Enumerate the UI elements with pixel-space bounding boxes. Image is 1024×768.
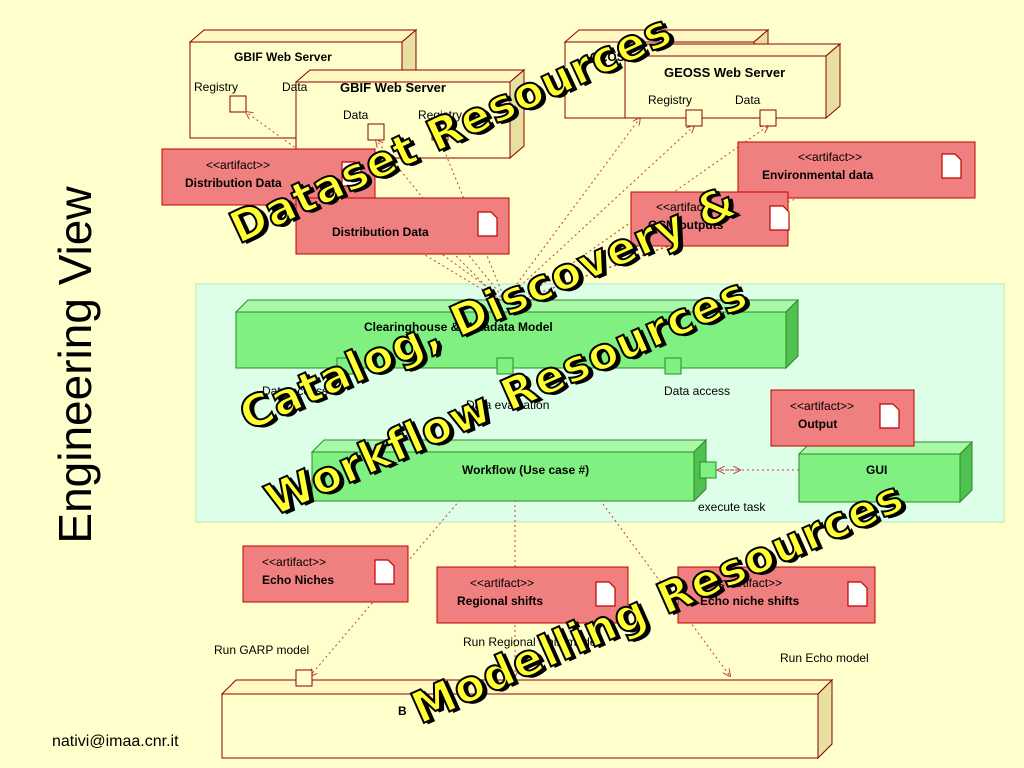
gui-title: GUI <box>866 463 888 477</box>
gbif1-title: GBIF Web Server <box>234 50 332 64</box>
geoss2-title: GEOSS Web Server <box>664 65 786 80</box>
gbif2-title: GBIF Web Server <box>340 80 446 95</box>
port-workflow-execute <box>699 461 717 479</box>
engineering-view-title: Engineering View <box>49 186 101 544</box>
geoss1-title: GEOSS <box>590 50 633 64</box>
gbif2-port-registry-label: Registry <box>418 108 463 122</box>
gbif2-port-data-label: Data <box>343 108 369 122</box>
execute-task-label: execute task <box>698 500 766 514</box>
gbif-server-node-2 <box>294 68 526 160</box>
artifact-stereotype: <<artifact>> <box>470 576 535 590</box>
port-run-garp <box>295 669 313 687</box>
footer-email: nativi@imaa.cnr.it <box>52 733 179 750</box>
run-garp-label: Run GARP model <box>214 643 310 657</box>
artifact-distribution-1: Distribution Data <box>185 176 282 190</box>
workflow-component <box>310 438 708 503</box>
data-evaluation-label: Data evaluation <box>466 398 550 412</box>
artifact-environmental: Environmental data <box>762 168 874 182</box>
artifact-stereotype: <<artifact>> <box>790 399 855 413</box>
bottom-server-node <box>220 678 834 760</box>
clearinghouse-title: Clearinghouse & Metadata Model <box>364 320 553 334</box>
run-regional-label: Run Regional Shift model <box>463 635 600 649</box>
artifact-gcm: GCM outputs <box>648 218 724 232</box>
document-icons <box>341 153 962 607</box>
artifact-stereotype: <<artifact>> <box>262 555 327 569</box>
port-clearinghouse-right <box>664 357 682 375</box>
artifact-distribution-2: Distribution Data <box>332 225 429 239</box>
gbif1-port-registry-label: Registry <box>194 80 239 94</box>
artifact-stereotype: <<artifact>> <box>206 158 271 172</box>
bottom-node-title: B <box>398 704 407 718</box>
artifact-echo-niche-shifts: Echo niche shifts <box>700 594 800 608</box>
clearinghouse-component <box>234 298 800 370</box>
artifact-regional-shifts: Regional shifts <box>457 594 544 608</box>
port-gbif1-registry <box>229 95 247 113</box>
gbif1-port-data-label: Data <box>282 80 308 94</box>
port-geoss-data <box>759 109 777 127</box>
artifact-stereotype: <<artifact>> <box>656 200 721 214</box>
artifact-boxes <box>161 141 976 624</box>
artifact-echo-niches: Echo Niches <box>262 573 335 587</box>
data-access-left-label: Data access <box>262 384 329 398</box>
workflow-title: Workflow (Use case #) <box>462 463 590 477</box>
geoss-server-node-2 <box>623 42 842 120</box>
artifact-stereotype: <<artifact>> <box>798 150 863 164</box>
run-echo-label: Run Echo model <box>780 651 869 665</box>
artifact-output: Output <box>798 417 838 431</box>
artifact-stereotype: <<artifact>> <box>718 576 783 590</box>
data-access-right-label: Data access <box>664 384 731 398</box>
port-geoss-registry <box>685 109 703 127</box>
geoss2-port-data-label: Data <box>735 93 761 107</box>
geoss2-port-registry-label: Registry <box>648 93 693 107</box>
port-clearinghouse-left <box>336 357 354 375</box>
port-clearinghouse-mid <box>496 357 514 375</box>
